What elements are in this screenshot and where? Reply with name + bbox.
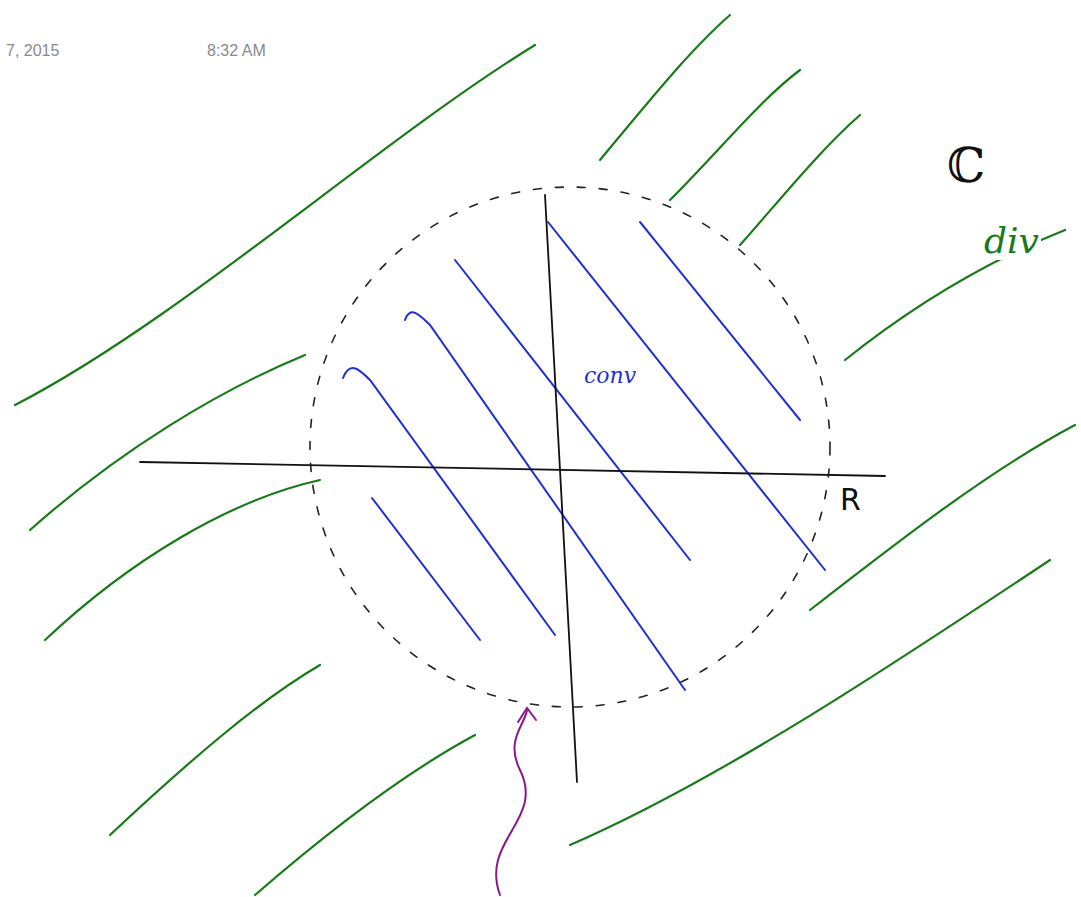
divergence-label: div [982,222,1041,260]
convergence-label: conv [582,364,638,388]
convergence-circle [310,187,830,707]
date-text: 7, 2015 [4,42,61,60]
axes [140,195,885,782]
time-text: 8:32 AM [205,42,268,60]
convergence-hatching [343,222,825,690]
divergence-hatching [15,15,1075,895]
real-axis-label: R [838,484,863,516]
complex-plane-symbol: ℂ [945,140,987,190]
pointer-arrow [496,708,536,895]
